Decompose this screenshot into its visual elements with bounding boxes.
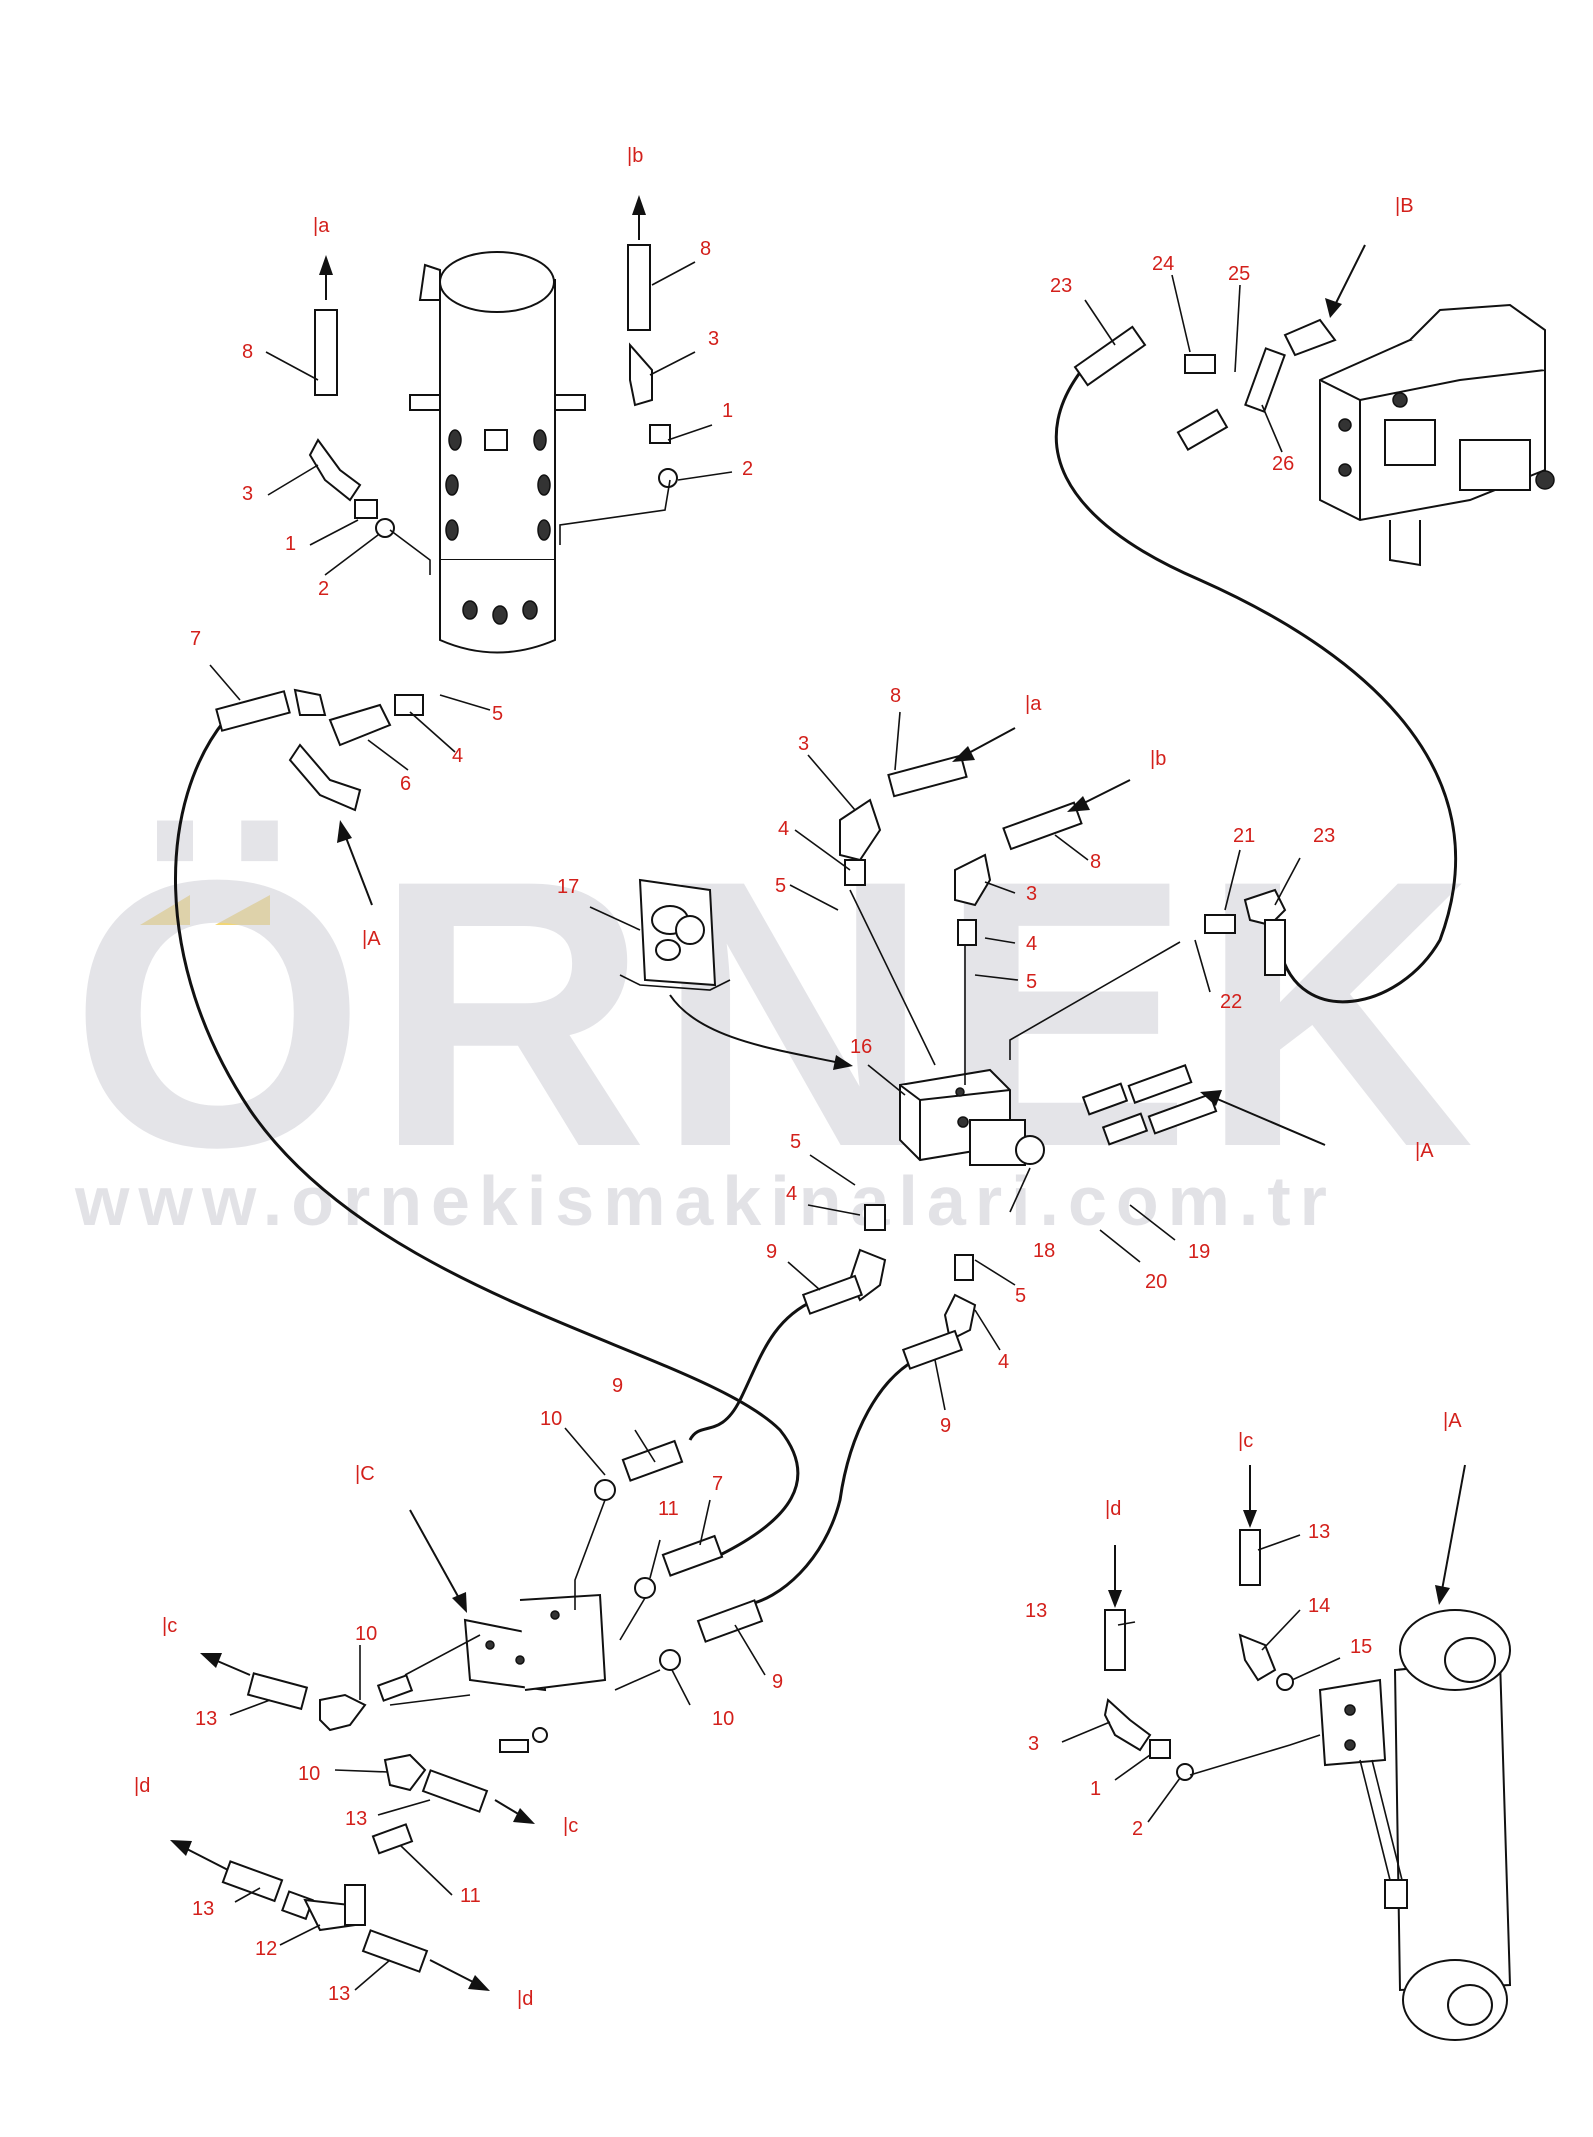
ref-A-left: |A xyxy=(362,928,381,950)
ref-C-bracket: |C xyxy=(355,1463,375,1485)
callout-19: 19 xyxy=(1188,1241,1210,1263)
callout-25: 25 xyxy=(1228,263,1250,285)
callout-4: 4 xyxy=(778,818,789,840)
callout-1: 1 xyxy=(1090,1778,1101,1800)
callout-3: 3 xyxy=(1026,883,1037,905)
watermark: ÖRNEK www.ornekismakinalari.com.tr xyxy=(70,801,1482,1240)
callout-8: 8 xyxy=(890,685,901,707)
hydraulic-cylinder xyxy=(1318,1609,1512,2041)
callout-9: 9 xyxy=(612,1375,623,1397)
callout-5: 5 xyxy=(492,703,503,725)
callout-21: 21 xyxy=(1233,825,1255,847)
callout-13: 13 xyxy=(328,1983,350,2005)
ref-d-bottom: |d xyxy=(517,1988,533,2010)
ref-A-mid: |A xyxy=(1415,1140,1434,1162)
callout-23: 23 xyxy=(1313,825,1335,847)
ref-b-top: |b xyxy=(627,145,643,167)
callout-17: 17 xyxy=(557,876,579,898)
callout-18: 18 xyxy=(1033,1240,1055,1262)
callout-23: 23 xyxy=(1050,275,1072,297)
valve-block xyxy=(899,1068,1045,1166)
callout-15: 15 xyxy=(1350,1636,1372,1658)
callout-13: 13 xyxy=(1308,1521,1330,1543)
ref-c-cylinder: |c xyxy=(1238,1430,1253,1452)
ref-c-mid: |c xyxy=(563,1815,578,1837)
callout-1: 1 xyxy=(722,400,733,422)
ref-b-mid: |b xyxy=(1150,748,1166,770)
callout-2: 2 xyxy=(742,458,753,480)
callout-4: 4 xyxy=(786,1183,797,1205)
swivel-joint xyxy=(409,251,586,654)
ref-B-pump: |B xyxy=(1395,195,1414,217)
callout-3: 3 xyxy=(242,483,253,505)
callout-4: 4 xyxy=(998,1351,1009,1373)
callout-3: 3 xyxy=(798,733,809,755)
hose-fittings xyxy=(215,244,1337,1973)
seal-kit-bag xyxy=(619,878,731,991)
callout-5: 5 xyxy=(775,875,786,897)
callout-10: 10 xyxy=(298,1763,320,1785)
mounting-bracket xyxy=(463,1593,607,1753)
callout-12: 12 xyxy=(255,1938,277,1960)
callout-7: 7 xyxy=(190,628,201,650)
callout-9: 9 xyxy=(772,1671,783,1693)
watermark-url: www.ornekismakinalari.com.tr xyxy=(74,1162,1336,1240)
callout-5: 5 xyxy=(1015,1285,1026,1307)
watermark-brand: ÖRNEK xyxy=(70,801,1482,1226)
reference-labels: |a |b |B |A |a |b |A |C |c |c |d |d |d |… xyxy=(134,145,1462,2010)
ref-a-top: |a xyxy=(313,215,330,237)
callout-8: 8 xyxy=(700,238,711,260)
callout-14: 14 xyxy=(1308,1595,1330,1617)
callout-9: 9 xyxy=(766,1241,777,1263)
callout-13: 13 xyxy=(195,1708,217,1730)
callout-10: 10 xyxy=(355,1623,377,1645)
ref-c-left: |c xyxy=(162,1615,177,1637)
ref-d-cylinder: |d xyxy=(1105,1498,1121,1520)
callout-6: 6 xyxy=(400,773,411,795)
callout-1: 1 xyxy=(285,533,296,555)
callout-8: 8 xyxy=(1090,851,1101,873)
callout-7: 7 xyxy=(712,1473,723,1495)
callout-24: 24 xyxy=(1152,253,1174,275)
callout-13: 13 xyxy=(192,1898,214,1920)
ref-a-mid: |a xyxy=(1025,693,1042,715)
leader-lines xyxy=(209,261,1341,1991)
part-callouts: 8 3 1 2 8 3 1 2 7 6 4 5 23 24 25 26 8 3 … xyxy=(190,238,1372,2005)
callout-4: 4 xyxy=(452,745,463,767)
callout-2: 2 xyxy=(1132,1818,1143,1840)
callout-11: 11 xyxy=(460,1885,481,1907)
callout-10: 10 xyxy=(540,1408,562,1430)
callout-3: 3 xyxy=(708,328,719,350)
callout-8: 8 xyxy=(242,341,253,363)
hose-lines xyxy=(174,359,1458,1607)
callout-20: 20 xyxy=(1145,1271,1167,1293)
watermark-accent-mark-right xyxy=(215,895,270,925)
callout-26: 26 xyxy=(1272,453,1294,475)
callout-13: 13 xyxy=(1025,1600,1047,1622)
callout-16: 16 xyxy=(850,1036,872,1058)
callout-5: 5 xyxy=(1026,971,1037,993)
callout-10: 10 xyxy=(712,1708,734,1730)
callout-4: 4 xyxy=(1026,933,1037,955)
callout-2: 2 xyxy=(318,578,329,600)
reference-arrows xyxy=(170,195,1466,1991)
callout-9: 9 xyxy=(940,1415,951,1437)
ref-A-cylinder: |A xyxy=(1443,1410,1462,1432)
callout-5: 5 xyxy=(790,1131,801,1153)
callout-13: 13 xyxy=(345,1808,367,1830)
hydraulic-pump xyxy=(1319,303,1555,567)
ref-d-left: |d xyxy=(134,1775,150,1797)
callout-22: 22 xyxy=(1220,991,1242,1013)
callout-11: 11 xyxy=(658,1498,679,1520)
callout-3: 3 xyxy=(1028,1733,1039,1755)
